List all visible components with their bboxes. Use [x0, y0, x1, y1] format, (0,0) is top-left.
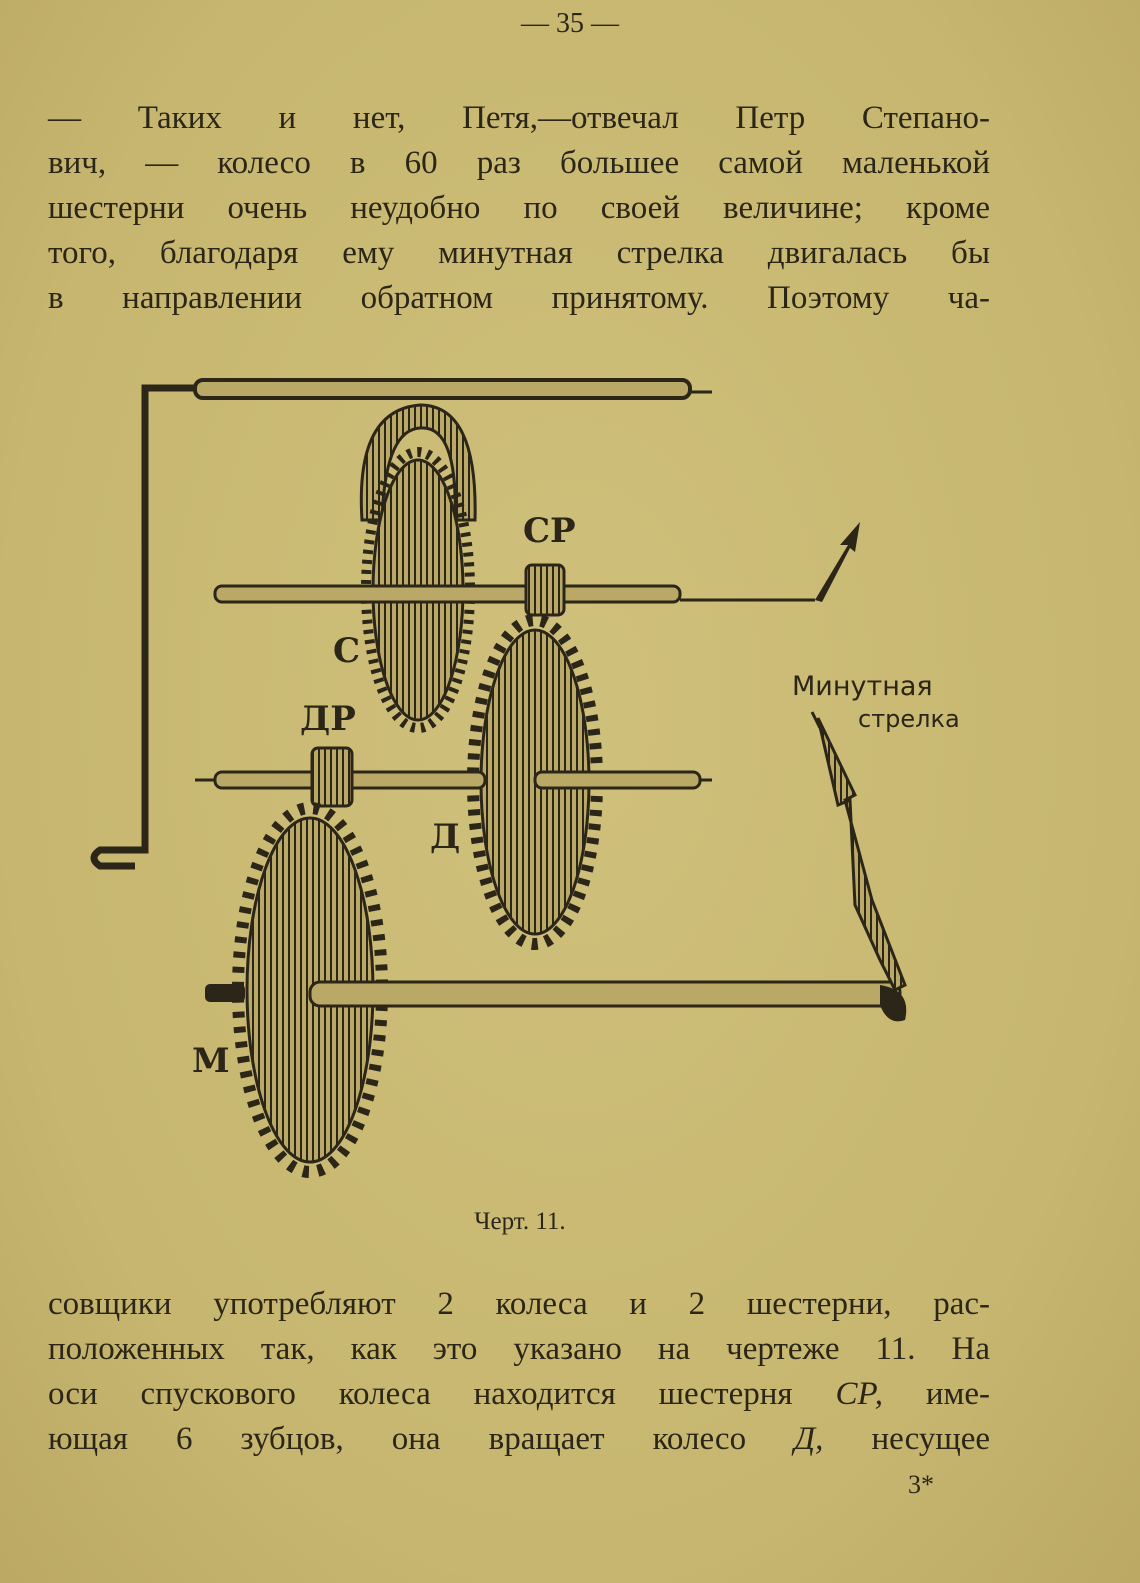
- axle-d: [195, 770, 712, 790]
- italic-term: Д,: [794, 1421, 824, 1457]
- text-line: шестерни очень неудобно по своей величин…: [48, 190, 990, 226]
- text-line: того, благодаря ему минутная стрелка дви…: [48, 235, 990, 271]
- text-line: оси спускового колеса находится шестерня…: [48, 1372, 990, 1417]
- figure-caption: Черт. 11.: [474, 1208, 566, 1235]
- label-minute: Минутная: [792, 671, 933, 702]
- label-cp: СР: [523, 511, 576, 551]
- anchor: [359, 403, 477, 522]
- text-segment: ющая 6 зубцов, она вращает колесо: [48, 1421, 747, 1457]
- label-c: С: [333, 631, 360, 671]
- pinion-cp: [524, 563, 566, 617]
- label-m: М: [192, 1041, 230, 1081]
- pinion-dp: [310, 746, 354, 808]
- page-number: — 35 —: [521, 8, 619, 39]
- label-d: Д: [430, 817, 460, 857]
- text-line: в направлении обратном принятому. Поэтом…: [48, 280, 990, 316]
- paragraph-top: — Таких и нет, Петя,—отвечал Петр Степан…: [48, 96, 990, 321]
- text-segment: несущее: [871, 1421, 991, 1457]
- label-dp: ДР: [300, 699, 356, 739]
- signature-mark: 3*: [908, 1470, 934, 1499]
- minute-hand: [816, 717, 907, 993]
- text-line: совщики употребляют 2 колеса и 2 шестерн…: [48, 1286, 990, 1322]
- text-line: вич, — колесо в 60 раз большее самой мал…: [48, 145, 990, 181]
- italic-term: СР,: [835, 1376, 883, 1412]
- text-line: положенных так, как это указано на черте…: [48, 1331, 990, 1367]
- text-segment: име-: [925, 1376, 991, 1412]
- text-line: — Таких и нет, Петя,—отвечал Петр Степан…: [48, 100, 990, 136]
- label-pointer: [810, 711, 822, 729]
- text-line: ющая 6 зубцов, она вращает колесо Д, нес…: [48, 1417, 990, 1462]
- axle-m: [205, 980, 907, 1022]
- paragraph-bottom: совщики употребляют 2 колеса и 2 шестерн…: [48, 1282, 990, 1462]
- label-hand: стрелка: [858, 705, 960, 733]
- text-segment: оси спускового колеса находится шестерня: [48, 1376, 793, 1412]
- clock-gear-figure: СР С ДР Д М Минутная стрелка: [90, 378, 960, 1178]
- frame: [90, 378, 712, 870]
